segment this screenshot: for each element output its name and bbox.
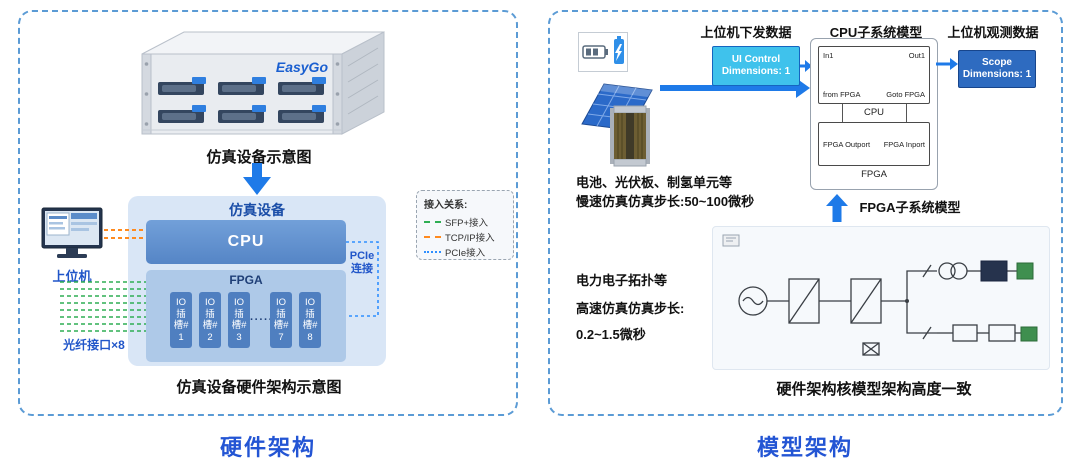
- pcie-label: PCIe 连接: [346, 250, 378, 276]
- circuit-schematic-image: [722, 234, 1038, 356]
- legend-item: PCIe接入: [424, 244, 506, 259]
- circuit-diagram: [712, 226, 1050, 370]
- scope-line1: Scope: [981, 56, 1012, 68]
- cpu-fpga-connector-line: [842, 104, 843, 122]
- simulation-device-title: 仿真设备: [229, 202, 285, 218]
- cpu-fpga-connector-line: [906, 104, 907, 122]
- io-slot: IO插槽#2: [199, 292, 221, 348]
- pcie-label-line2: 连接: [351, 263, 373, 275]
- io-slot-ellipsis: ·····: [250, 314, 274, 326]
- fast-sim-text-3: 0.2~1.5微秒: [576, 327, 646, 342]
- fpga-block-title: FPGA: [229, 273, 263, 287]
- device-brand-logo: EasyGo: [276, 59, 329, 75]
- port-fpga-outport: FPGA Outport: [823, 140, 871, 149]
- port-fpga-inport: FPGA Inport: [883, 140, 925, 149]
- hardware-caption: 仿真设备硬件架构示意图: [176, 379, 342, 396]
- fast-sim-text-2: 高速仿真仿真步长:: [576, 301, 685, 316]
- cpu-block-name: CPU: [863, 107, 885, 118]
- tcpip-line-sample-icon: [424, 235, 441, 238]
- host-computer-label: 上位机: [52, 269, 92, 284]
- fpga-block-name: FPGA: [861, 169, 887, 180]
- legend-item: TCP/IP接入: [424, 229, 506, 244]
- ui-control-block: UI Control Dimensions: 1: [712, 46, 800, 86]
- io-slot: IO插槽#1: [170, 292, 192, 348]
- fpga-model-label: FPGA子系统模型: [859, 200, 961, 215]
- host-send-label: 上位机下发数据: [700, 25, 792, 40]
- legend: 接入关系: SFP+接入 TCP/IP接入 PCIe接入: [416, 190, 514, 260]
- fast-sim-text-1: 电力电子拓扑等: [576, 273, 668, 288]
- down-arrow-icon: [243, 163, 271, 195]
- fiber-ports-label: 光纤接口×8: [63, 338, 125, 352]
- io-slot: IO插槽#7: [270, 292, 292, 348]
- cpu-to-scope-arrow-icon: [936, 58, 958, 70]
- legend-item-label: PCIe接入: [445, 247, 486, 259]
- legend-item-label: SFP+接入: [445, 217, 489, 229]
- tcpip-connection-lines: [104, 229, 146, 239]
- cpu-model-label: CPU子系统模型: [829, 25, 923, 40]
- legend-item: SFP+接入: [424, 214, 506, 229]
- connector-slots: [158, 77, 326, 123]
- scope-line2: Dimensions: 1: [962, 69, 1032, 80]
- slow-sim-text-2: 慢速仿真仿真步长:50~100微秒: [576, 194, 755, 209]
- sfp-line-sample-icon: [424, 220, 441, 223]
- hardware-footer-label: 硬件架构: [219, 435, 316, 460]
- fpga-subsystem-block: FPGA Outport FPGA Inport: [818, 122, 930, 166]
- host-observe-label: 上位机观测数据: [947, 25, 1039, 40]
- port-from-fpga: from FPGA: [823, 90, 861, 99]
- cpu-block: CPU: [146, 220, 346, 264]
- port-in1: In1: [823, 51, 834, 60]
- device-caption: 仿真设备示意图: [206, 149, 312, 166]
- electrolyzer-icon: [610, 105, 650, 167]
- host-computer-icon: [41, 207, 103, 258]
- ui-control-line1: UI Control: [731, 53, 781, 65]
- port-goto-fpga: Goto FPGA: [886, 90, 925, 99]
- model-caption: 硬件架构核模型架构高度一致: [776, 381, 972, 398]
- up-arrow-icon: [826, 194, 848, 222]
- pcie-line-sample-icon: [424, 250, 441, 253]
- cpu-subsystem-block: In1 Out1 from FPGA Goto FPGA: [818, 46, 930, 104]
- sfp-fiber-lines: [60, 281, 146, 332]
- io-slot: IO插槽#3: [228, 292, 250, 348]
- server-device-image: EasyGo: [141, 31, 385, 135]
- port-out1: Out1: [908, 51, 925, 60]
- scope-block: Scope Dimensions: 1: [958, 50, 1036, 88]
- io-slot: IO插槽#8: [299, 292, 321, 348]
- legend-item-label: TCP/IP接入: [445, 232, 495, 244]
- legend-title: 接入关系:: [424, 200, 468, 211]
- ui-control-line2: Dimensions: 1: [721, 66, 791, 77]
- model-footer-label: 模型架构: [756, 435, 853, 460]
- battery-icon: [578, 32, 628, 72]
- pcie-bracket-line: [346, 241, 379, 317]
- slow-sim-text-1: 电池、光伏板、制氢单元等: [576, 175, 733, 190]
- ui-to-cpu-arrow-icon: [800, 60, 812, 72]
- pcie-label-line1: PCIe: [349, 250, 375, 262]
